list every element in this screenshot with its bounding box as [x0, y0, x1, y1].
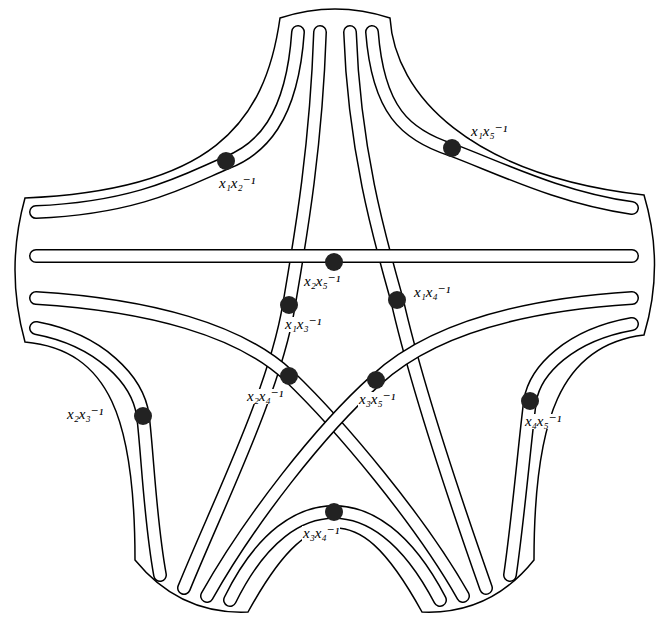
generator-label: x₄x₅⁻¹ [524, 414, 562, 429]
band-x3x5 [207, 298, 632, 596]
generator-label: x₂x₄⁻¹ [246, 389, 284, 404]
band-x4x5 [510, 324, 632, 575]
band-fill [184, 32, 320, 588]
generator-label: x₁x₅⁻¹ [470, 124, 508, 139]
band-x1x3 [184, 32, 320, 588]
generator-label: x₃x₄⁻¹ [302, 526, 340, 541]
dot [367, 371, 385, 389]
dot [134, 407, 152, 425]
dots [134, 139, 539, 521]
dot [521, 392, 539, 410]
band-x1x2 [36, 32, 298, 212]
band-fill [350, 32, 486, 588]
generator-label: x₁x₃⁻¹ [284, 317, 322, 332]
band-edge [36, 328, 160, 575]
band-fill [36, 298, 463, 596]
generator-label: x₂x₃⁻¹ [66, 407, 104, 422]
band-edge [36, 298, 463, 596]
band-fill [207, 298, 632, 596]
surface-outline [15, 9, 655, 612]
band-x1x4 [350, 32, 486, 588]
dot [388, 291, 406, 309]
band-edge [350, 32, 486, 588]
band-fill [36, 32, 298, 212]
generator-label: x₂x₅⁻¹ [303, 274, 341, 289]
band-fill [372, 32, 632, 208]
generator-label: x₁x₂⁻¹ [218, 176, 256, 191]
dot [217, 152, 235, 170]
generator-label: x₃x₅⁻¹ [358, 392, 396, 407]
band-fill [510, 324, 632, 575]
band-edge [372, 32, 632, 208]
band-edge [207, 298, 632, 596]
band-x2x4 [36, 298, 463, 596]
band-edge [36, 32, 298, 212]
dot [443, 139, 461, 157]
dot [325, 503, 343, 521]
band-edge [510, 324, 632, 575]
dot [280, 367, 298, 385]
dot [280, 296, 298, 314]
dot [325, 253, 343, 271]
band-x2x3 [36, 328, 160, 575]
generator-label: x₁x₄⁻¹ [413, 285, 451, 300]
band-fill [36, 328, 160, 575]
band-x1x5 [372, 32, 632, 208]
band-edge [184, 32, 320, 588]
